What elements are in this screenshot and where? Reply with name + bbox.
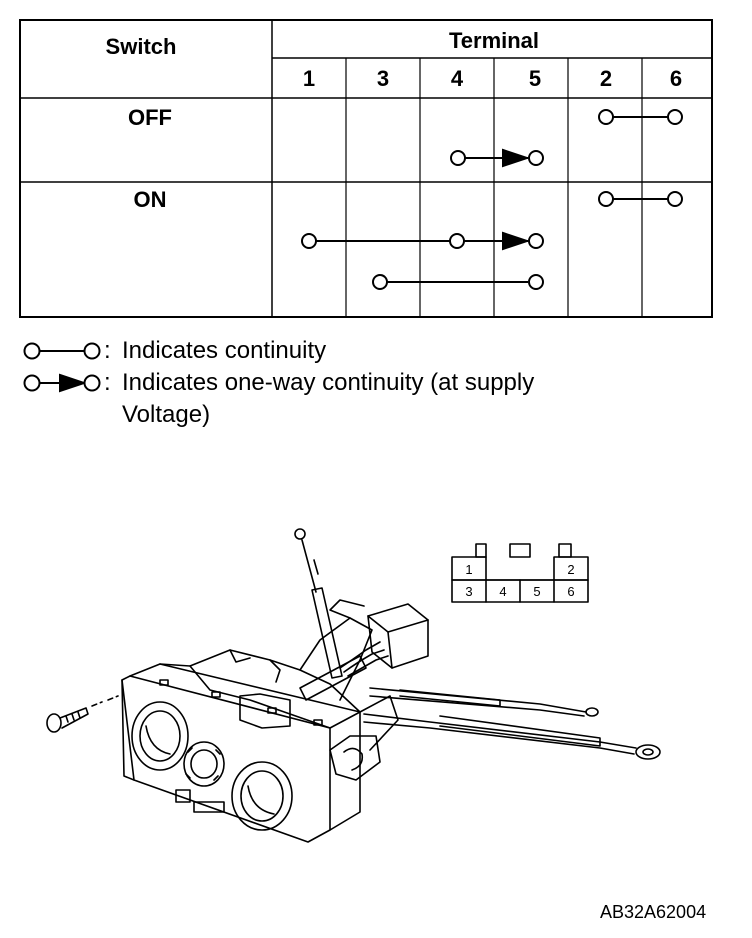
terminal-label: 2: [600, 66, 612, 91]
figure-code: AB32A62004: [600, 902, 707, 922]
connector-pin-label: 6: [567, 584, 574, 599]
connector-pin-label: 3: [465, 584, 472, 599]
legend: : Indicates continuity : Indicates one-w…: [20, 335, 720, 431]
legend-colon: :: [104, 337, 111, 364]
terminal-label: 1: [303, 66, 315, 91]
table-grid: [19, 19, 713, 318]
control-panel-front: [121, 663, 361, 843]
legend-continuity-text: Indicates continuity: [122, 337, 327, 364]
legend-colon: :: [104, 369, 111, 396]
continuity-2-6-on: [598, 191, 683, 207]
legend-continuity: : Indicates continuity: [20, 335, 720, 367]
switch-header: Switch: [106, 34, 177, 59]
row-label-off: OFF: [128, 105, 172, 130]
one-way-4-5-off: [450, 148, 544, 168]
control-cable-upper: [369, 687, 599, 717]
connector-pin-label: 4: [499, 584, 506, 599]
connector-pin-label: 5: [533, 584, 540, 599]
rear-connector: [367, 603, 429, 669]
terminal-label: 5: [529, 66, 541, 91]
continuity-3-5-on: [372, 274, 544, 290]
connector-pin-label: 2: [567, 562, 574, 577]
continuity-symbol-icon: [23, 342, 101, 360]
continuity-table: Switch Terminal 1 3 4 5 2 6 OFF ON: [19, 19, 713, 318]
one-way-1-4-5-on: [301, 231, 544, 251]
terminal-label: 6: [670, 66, 682, 91]
continuity-2-6-off: [598, 109, 683, 125]
heater-control-illustration: 1 2 3 4 5 6: [46, 528, 661, 843]
terminal-label: 4: [451, 66, 464, 91]
control-cable-vertical: [294, 528, 343, 679]
legend-one-way: : Indicates one-way continuity (at suppl…: [20, 367, 720, 431]
terminal-label: 3: [377, 66, 389, 91]
control-body: [159, 599, 399, 781]
screw-icon: [46, 695, 119, 733]
legend-one-way-text: Indicates one-way continuity (at supply: [122, 369, 535, 396]
control-cable-lower: [363, 713, 661, 760]
terminal-header: Terminal: [449, 28, 539, 53]
row-label-on: ON: [134, 187, 167, 212]
connector-pin-label: 1: [465, 562, 472, 577]
legend-one-way-text-cont: Voltage): [122, 401, 211, 428]
one-way-continuity-symbol-icon: [23, 373, 101, 393]
connector-diagram: [451, 543, 589, 603]
